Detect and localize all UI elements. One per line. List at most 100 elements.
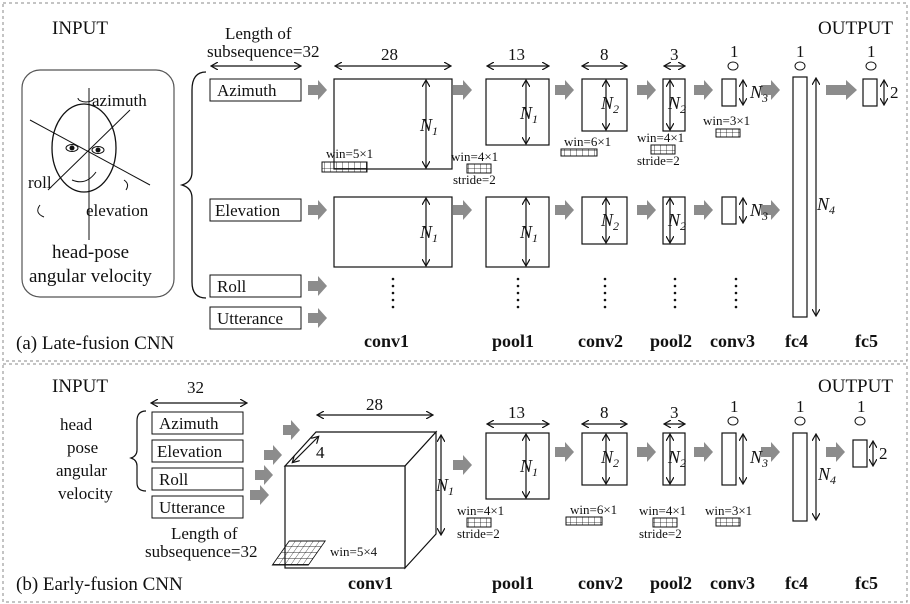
channel-label: Utterance xyxy=(159,498,225,517)
channel-label: Utterance xyxy=(217,309,283,328)
b-layer-label-fc4: fc4 xyxy=(785,573,808,593)
pool1-feature-map xyxy=(486,197,549,267)
panel-b-length-label-1: Length of xyxy=(171,524,238,543)
head-pose-caption-line: velocity xyxy=(58,484,113,503)
channel-label: Elevation xyxy=(215,201,281,220)
b-layer-label-conv2: conv2 xyxy=(578,573,623,593)
b-conv3-feature-map xyxy=(722,433,736,485)
conv3-dim-marker xyxy=(728,62,738,70)
conv3-n-label: N3 xyxy=(749,200,768,223)
b-conv3-dim-marker xyxy=(728,417,738,425)
layer-label-conv1: conv1 xyxy=(364,331,409,351)
panel-b-border xyxy=(3,364,907,602)
channel-label: Roll xyxy=(217,277,247,296)
b-conv1-n-label: N1 xyxy=(435,475,454,498)
fc5-vector xyxy=(863,79,877,106)
fc4-dim: 1 xyxy=(796,42,805,61)
head-label-azimuth: azimuth xyxy=(92,91,147,110)
channel-label: Elevation xyxy=(157,442,223,461)
channel-label: Roll xyxy=(159,470,189,489)
panel-b: INPUT OUTPUT 32 head pose angular veloci… xyxy=(16,376,893,595)
panel-a-ellipsis xyxy=(392,278,738,309)
b-pool1-stride-label: stride=2 xyxy=(457,526,500,541)
conv3-feature-map xyxy=(722,79,736,106)
panel-b-brace xyxy=(131,411,146,491)
b-conv3-window-label: win=3×1 xyxy=(705,503,752,518)
head-caption-2: angular velocity xyxy=(29,266,152,287)
b-fc4-n-label: N4 xyxy=(817,464,836,487)
conv2-dim: 8 xyxy=(600,45,609,64)
layer-label-pool2: pool2 xyxy=(650,331,692,351)
conv3-dim: 1 xyxy=(730,42,739,61)
b-layer-label-conv3: conv3 xyxy=(710,573,755,593)
conv3-window-label: win=3×1 xyxy=(703,113,750,128)
layer-label-pool1: pool1 xyxy=(492,331,534,351)
b-conv2-kernel xyxy=(566,517,602,525)
layer-label-fc5: fc5 xyxy=(855,331,878,351)
head-pose-caption-line: head xyxy=(60,415,93,434)
b-pool1-dim: 13 xyxy=(508,403,525,422)
panel-b-length-label-2: subsequence=32 xyxy=(145,542,258,561)
b-conv2-window-label: win=6×1 xyxy=(570,502,617,517)
conv2-window-label: win=6×1 xyxy=(564,134,611,149)
b-pool1-window-label: win=4×1 xyxy=(457,503,504,518)
panel-a-output-title: OUTPUT xyxy=(818,18,893,39)
conv1-window-label: win=5×1 xyxy=(326,146,373,161)
head-caption-1: head-pose xyxy=(52,242,129,263)
pool2-dim: 3 xyxy=(670,45,679,64)
layer-label-fc4: fc4 xyxy=(785,331,808,351)
conv1-dim: 28 xyxy=(381,45,398,64)
b-conv1-depth: 4 xyxy=(316,443,325,462)
fc4-vector xyxy=(793,77,807,317)
b-fc4-dim: 1 xyxy=(796,397,805,416)
pool1-feature-map xyxy=(486,79,549,145)
b-pool2-dim: 3 xyxy=(670,403,679,422)
pool1-dim: 13 xyxy=(508,45,525,64)
conv2-kernel xyxy=(561,149,597,156)
layer-label-conv3: conv3 xyxy=(710,331,755,351)
fc5-dim-marker xyxy=(866,62,876,70)
b-fc5-vector xyxy=(853,440,867,467)
pool2-stride-label: stride=2 xyxy=(637,153,680,168)
panel-b-input-width: 32 xyxy=(187,378,204,397)
channel-label: Azimuth xyxy=(159,414,219,433)
channel-label: Azimuth xyxy=(217,81,277,100)
b-layer-label-conv1: conv1 xyxy=(348,573,393,593)
b-layer-label-pool1: pool1 xyxy=(492,573,534,593)
conv1-kernel xyxy=(322,162,367,172)
b-fc5-dim: 1 xyxy=(857,397,866,416)
pool1-window-label: win=4×1 xyxy=(451,149,498,164)
b-fc5-dim-marker xyxy=(855,417,865,425)
b-pool2-stride-label: stride=2 xyxy=(639,526,682,541)
b-layer-label-pool2: pool2 xyxy=(650,573,692,593)
fc5-dim: 1 xyxy=(867,42,876,61)
panel-a-brace xyxy=(182,72,206,298)
panel-a-length-label-2: subsequence=32 xyxy=(207,42,320,61)
b-conv1-dim: 28 xyxy=(366,395,383,414)
panel-a-length-label-1: Length of xyxy=(225,24,292,43)
panel-a: INPUT OUTPUT Length of subsequence=32 az… xyxy=(16,18,899,354)
panel-a-input-title: INPUT xyxy=(52,18,108,39)
conv3-feature-map xyxy=(722,197,736,224)
b-pool2-window-label: win=4×1 xyxy=(639,503,686,518)
b-conv2-dim: 8 xyxy=(600,403,609,422)
fc4-n-label: N4 xyxy=(816,194,835,217)
layer-label-conv2: conv2 xyxy=(578,331,623,351)
pool2-window-label: win=4×1 xyxy=(637,130,684,145)
b-conv3-dim: 1 xyxy=(730,397,739,416)
head-pose-caption-line: angular xyxy=(56,461,107,480)
panel-b-caption: (b) Early-fusion CNN xyxy=(16,574,183,595)
fc5-n-label: 2 xyxy=(890,83,899,102)
b-layer-label-fc5: fc5 xyxy=(855,573,878,593)
b-fc5-n-label: 2 xyxy=(879,444,888,463)
head-label-roll: roll xyxy=(28,173,52,192)
fc4-dim-marker xyxy=(795,62,805,70)
b-pool1-feature-map xyxy=(486,433,549,499)
pool1-stride-label: stride=2 xyxy=(453,172,496,187)
panel-a-caption: (a) Late-fusion CNN xyxy=(16,333,175,354)
head-pose-caption-line: pose xyxy=(67,438,98,457)
b-fc4-vector xyxy=(793,433,807,521)
b-conv3-kernel xyxy=(716,518,740,526)
head-label-elevation: elevation xyxy=(86,201,149,220)
